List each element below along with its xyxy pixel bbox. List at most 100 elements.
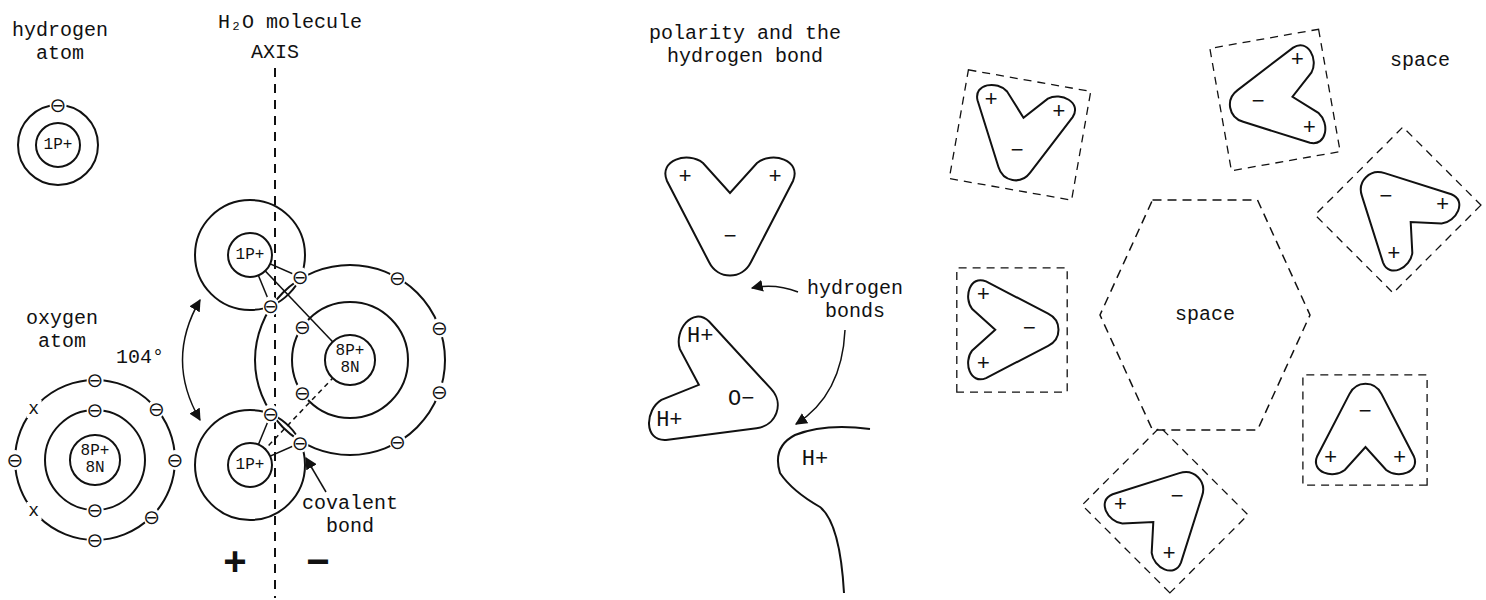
dashed-frame [1210,29,1340,170]
charge-label: + [768,167,781,189]
electron: ⊖ [262,296,279,316]
electron: ⊖ [294,317,311,337]
charge-label: + [1393,448,1406,470]
polarity-sign: + [223,545,247,585]
charge-label: H+ [687,326,713,348]
charge-label: + [1387,244,1400,266]
dashed-frame [949,70,1090,200]
molecule-title: H₂O molecule [218,11,362,34]
water-molecule: −++ [1341,158,1456,262]
nucleus-label: 1P+ [44,137,73,154]
molecule-outline [1330,142,1464,276]
electron: ⊖ [389,432,406,452]
electron-orbit [15,380,175,540]
dashed-frame [1315,127,1481,293]
electron: ⊖ [87,530,104,550]
water-molecule: + − + [955,278,1070,382]
unpaired-mark: x [26,400,41,418]
charge-label: + [1303,118,1316,140]
electron-orbit [195,410,305,520]
dashed-frame [1303,375,1427,485]
electron-orbit [18,105,98,185]
electron: ⊖ [7,450,24,470]
nucleus-circle: 1P+ [35,122,82,169]
electron: ⊖ [87,370,104,390]
charge-label: + [1052,102,1065,124]
electron: ⊖ [143,507,160,527]
electron-orbit [255,265,445,455]
charge-label: + [1436,195,1449,217]
nucleus-label: 8P+ 8N [336,343,365,377]
electron: ⊖ [389,268,406,288]
molecule-outline [1315,384,1414,474]
electron: ⊖ [148,399,165,419]
molecule-outline [955,278,1070,382]
molecule-outline [968,280,1058,379]
electron: ⊖ [87,400,104,420]
charge-label: + [1114,495,1127,517]
leader-arrow [752,286,798,292]
partial-molecule: H+ [770,425,880,595]
polarity-sign: − [306,545,330,585]
water-molecule: + − + [1218,48,1333,152]
water-molecule: H+ H+ O− [645,325,795,460]
space-label: space [1390,49,1450,72]
axis-label: AXIS [251,41,299,64]
molecule-outline [963,83,1078,187]
nucleus-circle: 8P+ 8N [324,334,376,386]
charge-label: + [1324,448,1337,470]
electron: ⊖ [262,404,279,424]
axis-line [274,68,276,598]
charge-label: − [1379,187,1392,209]
water-molecule: − + + [1308,378,1423,482]
section-title: polarity and the hydrogen bond [645,22,845,68]
unpaired-mark: x [26,502,41,520]
nucleus-label: 8P+ 8N [81,443,110,477]
electron-orbit [45,410,145,510]
leader-arrow [796,330,845,424]
molecule-outline [778,427,870,593]
electron: ⊖ [87,500,104,520]
water-molecule: + + − [655,148,805,283]
molecule-outline [645,325,795,460]
electron: ⊖ [431,382,448,402]
electron: ⊖ [292,433,309,453]
hexagon-outline [1100,200,1310,430]
angle-label: 104° [116,346,164,369]
water-molecule: +−+ [963,83,1078,187]
charge-label: − [1023,319,1036,341]
charge-label: + [977,354,990,376]
nucleus-circle: 8P+ 8N [69,434,121,486]
nucleus-circle: 1P+ [227,232,274,279]
charge-label: − [1358,402,1371,424]
charge-label: + [977,285,990,307]
charge-label: − [1171,487,1184,509]
charge-label: − [723,227,736,249]
space-label: space [1175,305,1235,325]
nucleus-circle: 1P+ [227,442,274,489]
charge-label: + [1162,544,1175,566]
space-hexagon: space [1100,200,1310,430]
charge-label: − [1251,92,1264,114]
dashed-frame [1082,427,1248,593]
leader-arrow [306,458,326,492]
charge-label: + [1291,50,1304,72]
electron-orbit [292,302,408,418]
molecule-outline [644,311,799,473]
nucleus-label: 1P+ [236,247,265,264]
electron: ⊖ [292,267,309,287]
water-molecule: +−+ [1108,458,1223,562]
electron: ⊖ [431,318,448,338]
callout-label: covalent bond [300,492,400,538]
molecule-outline [963,83,1076,189]
charge-label: O− [728,389,754,411]
electron-orbit [195,200,305,310]
charge-label: + [678,167,691,189]
electron: ⊖ [50,95,67,115]
atom-title: oxygen atom [7,307,117,353]
charge-label: H+ [656,410,682,432]
charge-label: + [984,90,997,112]
